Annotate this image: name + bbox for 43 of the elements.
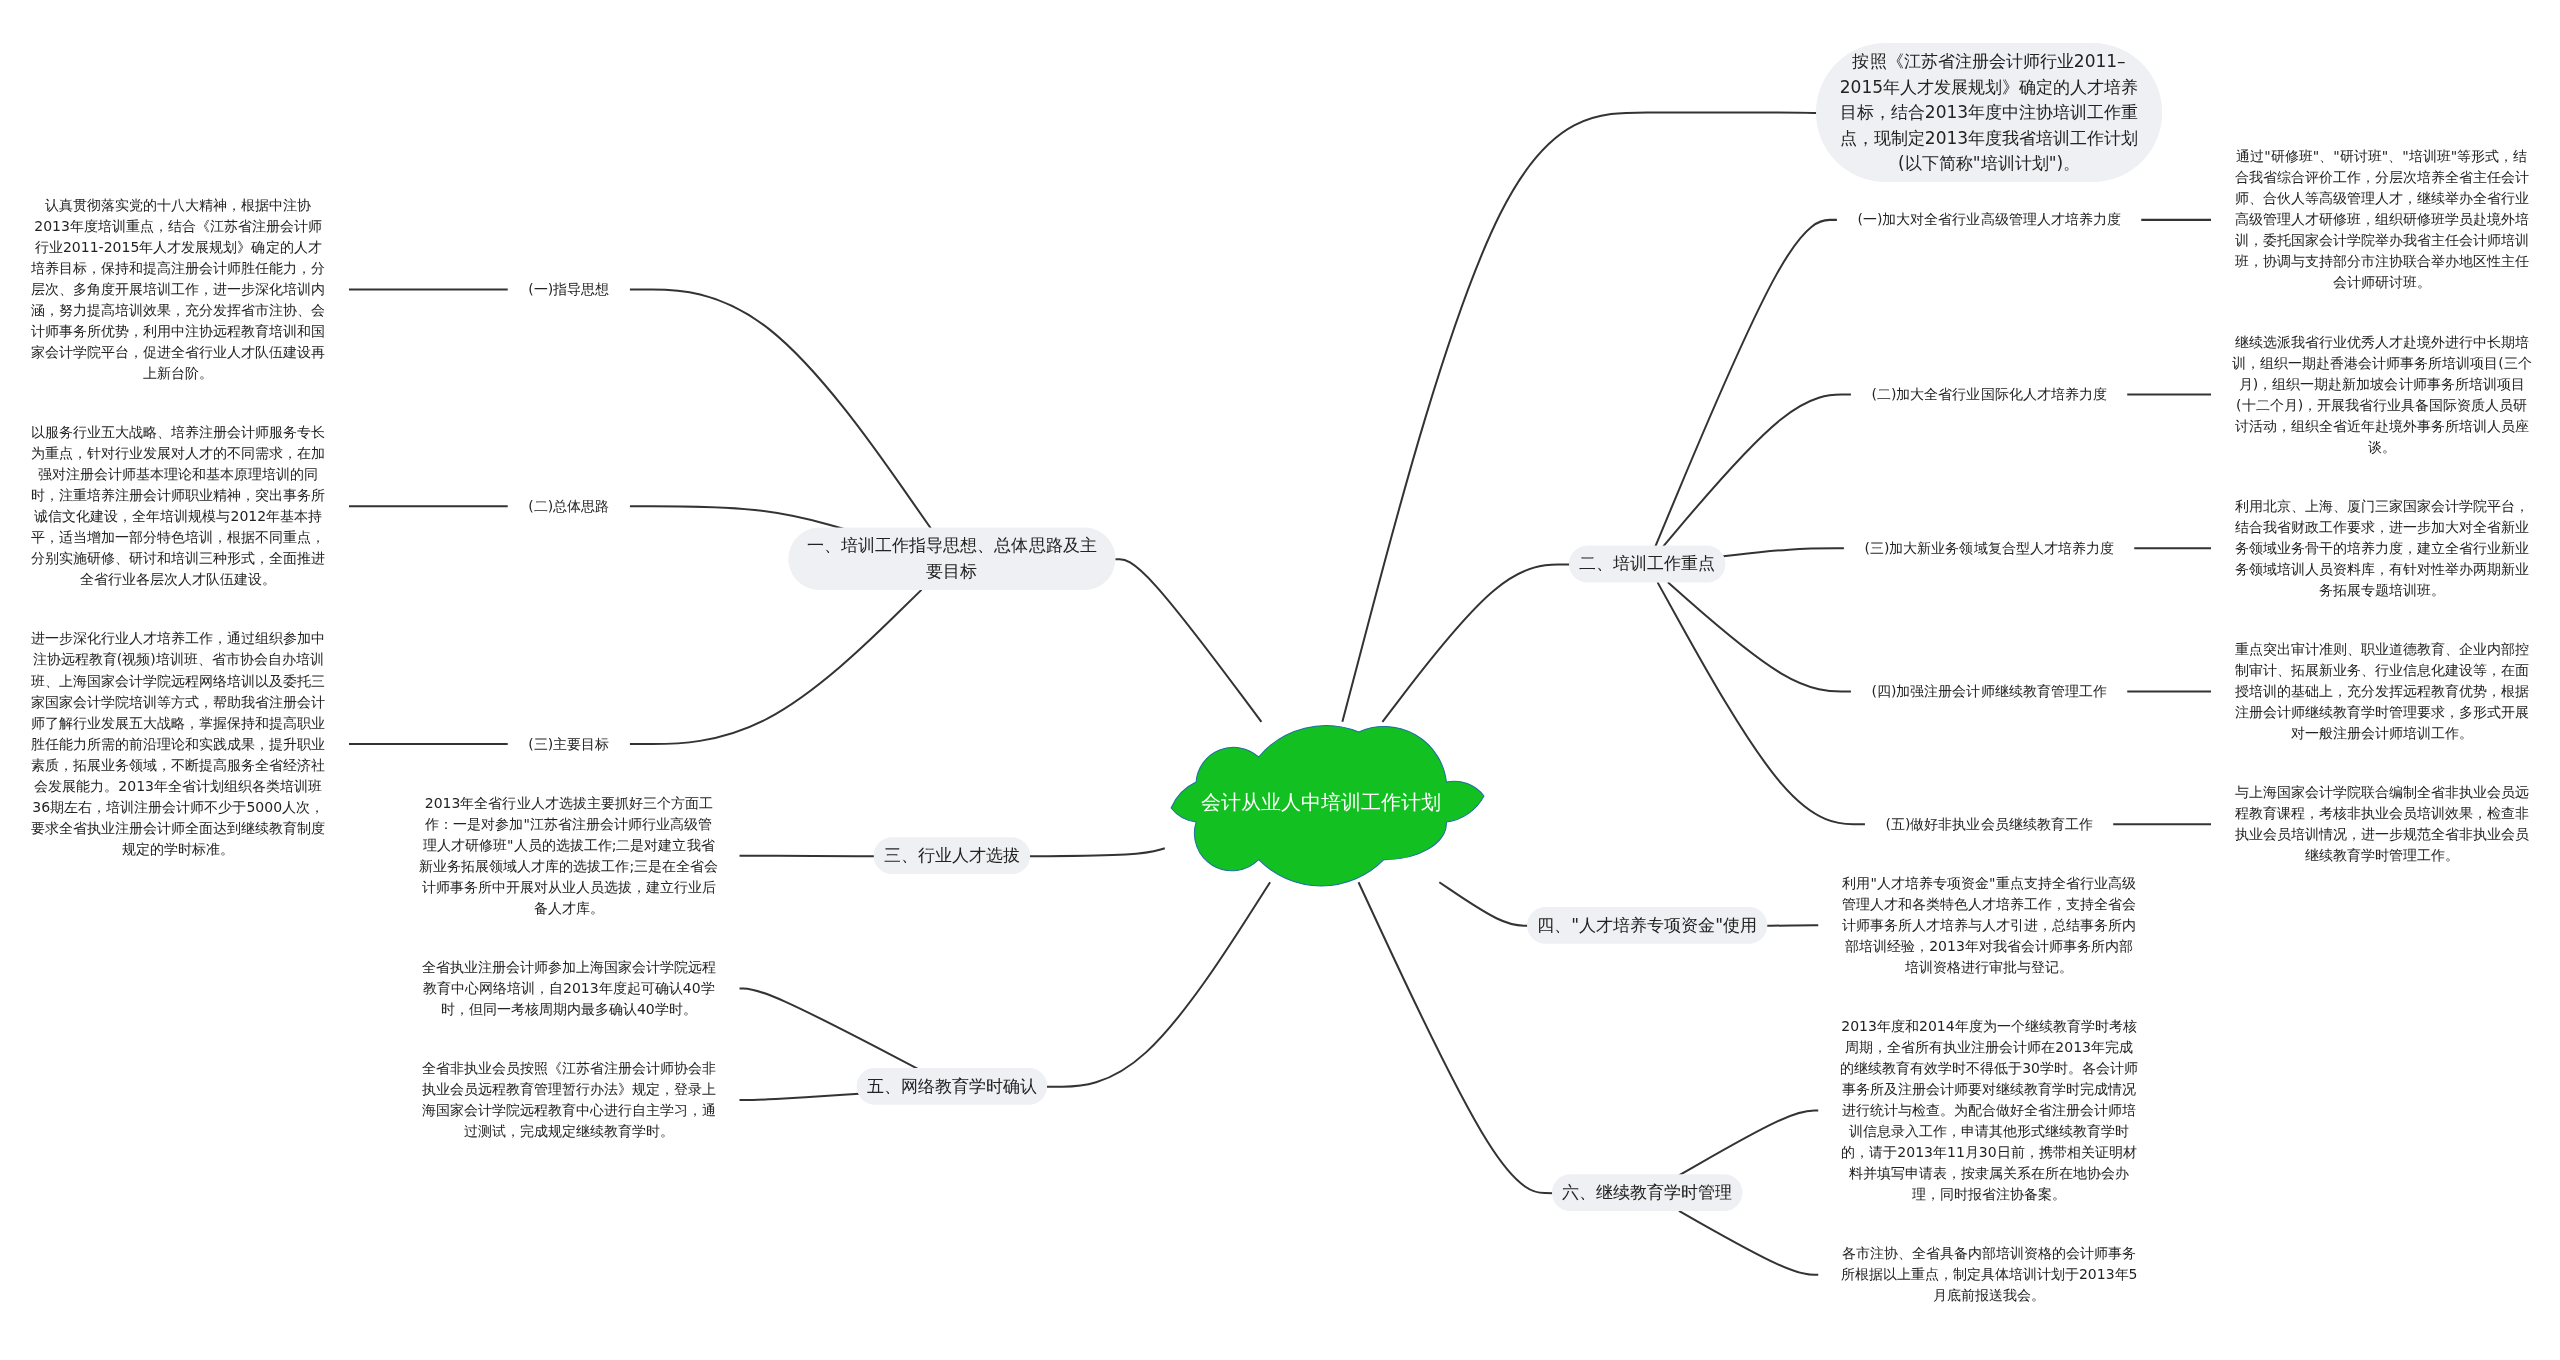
connector (1656, 581, 1867, 826)
connector (1722, 547, 1846, 558)
connector (628, 588, 923, 746)
connector (1666, 581, 1853, 693)
connector (2125, 393, 2213, 396)
node-text: (三)主要目标 (528, 735, 610, 752)
node-text: (三)加大新业务领域复合型人才培养力度 (1864, 539, 2114, 556)
node-text: (二)加大全省行业国际化人才培养力度 (1871, 386, 2107, 403)
node-text: (二)总体思路 (528, 497, 610, 514)
node-text: 重点突出审计准则、职业道德教育、企业内部控制审计、拓展新业务、行业信息化建设等，在面授培训的基础上，充分发挥远程教育优势，根据注册会计师继续教育学时管理要求，多形式开展对一般注册会计师培训工作。 (2234, 640, 2529, 742)
connector (628, 288, 933, 530)
node-text: 利用北京、上海、厦门三家国家会计学院平台，结合我省财政工作要求，进一步加大对全省新业务领域业务骨干的培养力度，建立全省行业新业务领域培训人员资料库，有针对性举办两期新业务拓展专题培训班。 (2234, 497, 2529, 598)
connector (738, 854, 876, 858)
node-text: 利用"人才培养专项资金"重点支持全省行业高级管理人才和各类特色人才培养工作，支持全省会计师事务所人才培养与人才引进，总结事务所内部培训经验，2013年对我省会计师事务所内部培训资格进行审批与登记。 (1841, 874, 2137, 975)
node-text: 各市注协、全省具备内部培训资格的会计师事务所根据以上重点，制定具体培训计划于2013年5月底前报送我会。 (1840, 1245, 2138, 1304)
connector (347, 743, 510, 746)
node-text: 认真贯彻落实党的十八大精神，根据中注协2013年度培训重点，结合《江苏省注册会计师行业2011-2015年人才发展规划》确定的人才培养目标，保持和提高注册会计师胜任能力，分层次、多角度开展培训工作，进一步深化培训内涵，努力提高培训效果，充分发挥省市注协、会计师事务所优势，利用中注协远程教育培训和国家会计学院平台，促进全省行业人才队伍建设再上新台阶。 (31, 196, 326, 382)
node-text: 进一步深化行业人才培养工作，通过组织参加中注协远程教育(视频)培训班、省市协会自办培训班、上海国家会计学院远程网络培训以及委托三家国家会计学院培训等方式，帮助我省注册会计师了解行业发展五大战略，掌握保持和提高职业胜任能力所需的前沿理论和实践成果，提升职业素质，拓展业务领域，不断提高服务全省经济社会发展能力。2013年全省计划组织各类培训班36期左右，培训注册会计师不少于5000人次，要求全省执业注册会计师全面达到继续教育制度规定的学时标准。 (31, 630, 326, 857)
node-text: 2013年度和2014年度为一个继续教育学时考核周期，全省所有执业注册会计师在2013年完成的继续教育有效学时不得低于30学时。各会计师事务所及注册会计师要对继续教育学时完成情况进行统计与检查。为配合做好全省注册会计师培训信息录入工作，申请其他形式继续教育学时的，请于2013年11月30日前，携带相关证明材料并填写申请表，按隶属关系在所在地协会办理，同时报省注协备案。 (1839, 1017, 2139, 1203)
node-text: 通过"研修班"、"研讨班"、"培训班"等形式，结合我省综合评价工作，分层次培养全省主任会计师、合伙人等高级管理人才，继续举办全省行业高级管理人才研修班，组织研修班学员赴境外培训，委托国家会计学院举办我省主任会计师培训班，协调与支持部分市注协联合举办地区性主任会计师研讨班。 (2234, 148, 2529, 291)
connector (1114, 558, 1263, 723)
connector (1654, 218, 1839, 548)
connector (2111, 823, 2213, 826)
node-text: 与上海国家会计学院联合编制全省非执业会员远程教育课程，考核非执业会员培训效果，检查非执业会员培训情况，进一步规范全省非执业会员继续教育学时管理工作。 (2234, 784, 2529, 864)
node-text: 全省非执业会员按照《江苏省注册会计师协会非执业会员远程教育管理暂行办法》规定，登录上海国家会计学院远程教育中心进行自主学习，通过测试，完成规定继续教育学时。 (421, 1060, 716, 1140)
connector (1045, 881, 1272, 1088)
node-text: 以服务行业五大战略、培养注册会计师服务专长为重点，针对行业发展对人才的不同需求，在加强对注册会计师基本理论和基本原理培训的同时，注重培养注册会计师职业精神，突出事务所诚信文化建设，全年培训规模与2012年基本持平，适当增加一部分特色培训，根据不同重点，分别实施研修、研讨和培训三种形式，全面推进全省行业各层次人才队伍建设。 (31, 424, 326, 588)
node-text: (一)加大对全省行业高级管理人才培养力度 (1857, 211, 2121, 228)
node-text: 继续选派我省行业优秀人才赴境外进行中长期培训，组织一期赴香港会计师事务所培训项目(三个月)，组织一期赴新加坡会计师事务所培训项目(十二个月)，开展我省行业具备国际资质人员研讨活动，组织全省近年赴境外事务所培训人员座谈。 (2231, 333, 2532, 455)
connector (347, 288, 510, 291)
connector (2132, 547, 2213, 550)
node-text: 2013年全省行业人才选拔主要抓好三个方面工作：一是对参加"江苏省注册会计师行业高级管理人才研修班"人员的选拔工作;二是对建立我省新业务拓展领域人才库的选拔工作;三是在全省会计师事务所中开展对从业人员选拔，建立行业后备人才库。 (419, 794, 719, 916)
connector (1677, 1209, 1820, 1276)
connector (2139, 218, 2213, 221)
connector (1766, 924, 1820, 927)
connector (347, 505, 510, 508)
connector (1661, 393, 1853, 548)
connector (1028, 847, 1166, 858)
node-text: (五)做好非执业会员继续教育工作 (1885, 815, 2093, 832)
connector (2125, 690, 2213, 693)
node-text: (四)加强注册会计师继续教育管理工作 (1871, 683, 2107, 700)
node-text: 全省执业注册会计师参加上海国家会计学院远程教育中心网络培训，自2013年度起可确认40学时，但同一考核周期内最多确认40学时。 (421, 958, 716, 1017)
node-text: (一)指导思想 (528, 280, 610, 297)
